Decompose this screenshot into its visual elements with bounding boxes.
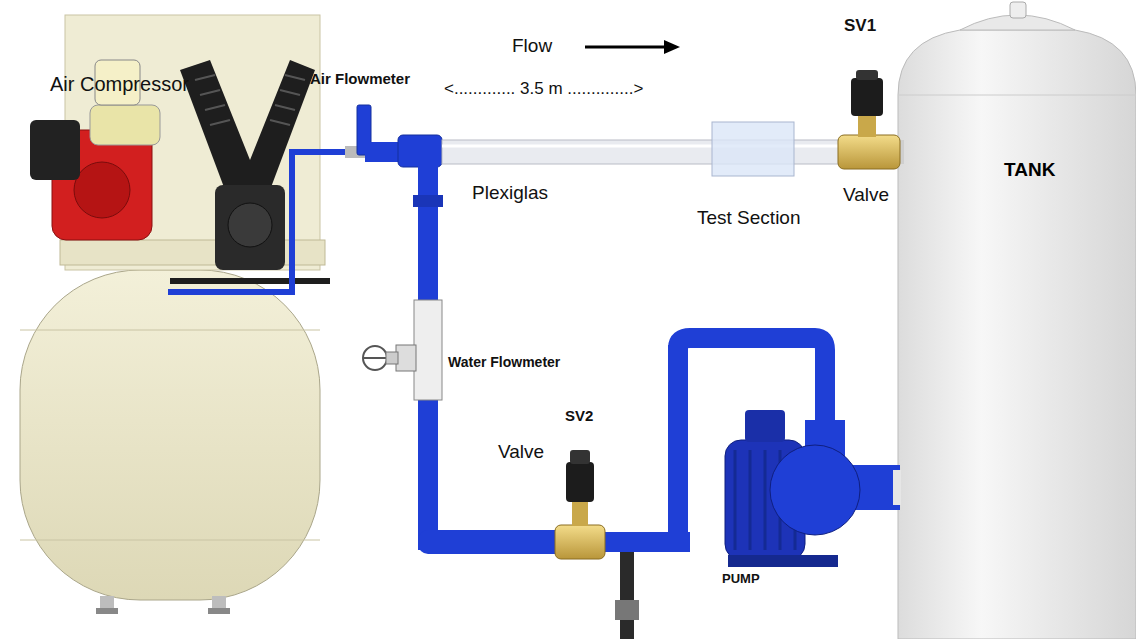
air-compressor bbox=[20, 15, 330, 614]
tank-label-box: TANK bbox=[998, 155, 1061, 185]
valve-label: SV2 bbox=[565, 408, 593, 425]
flow-arrow bbox=[585, 40, 680, 54]
drain-valve bbox=[615, 552, 639, 639]
part-label: PUMP bbox=[722, 572, 760, 586]
part-label: Air Compressor bbox=[50, 73, 189, 95]
air-flowmeter bbox=[345, 105, 400, 162]
sv2-valve bbox=[555, 450, 605, 559]
dimension-label: <............. 3.5 m ..............> bbox=[444, 80, 643, 99]
part-label: Test Section bbox=[697, 208, 801, 229]
part-label: Plexiglas bbox=[472, 183, 548, 204]
pump bbox=[725, 410, 860, 567]
water-flowmeter bbox=[363, 300, 442, 400]
part-label: Air Flowmeter bbox=[310, 71, 410, 88]
node-text: TANK bbox=[1004, 159, 1055, 181]
water-line bbox=[398, 135, 901, 554]
flow-label: Flow bbox=[512, 36, 552, 57]
part-label: Water Flowmeter bbox=[448, 355, 560, 370]
air-line bbox=[168, 152, 345, 292]
part-label: Valve bbox=[498, 442, 544, 463]
sv1-valve bbox=[838, 70, 900, 169]
tank bbox=[898, 2, 1136, 639]
part-label: Valve bbox=[843, 185, 889, 206]
valve-label: SV1 bbox=[844, 17, 876, 36]
plexiglas-pipe bbox=[442, 122, 904, 176]
